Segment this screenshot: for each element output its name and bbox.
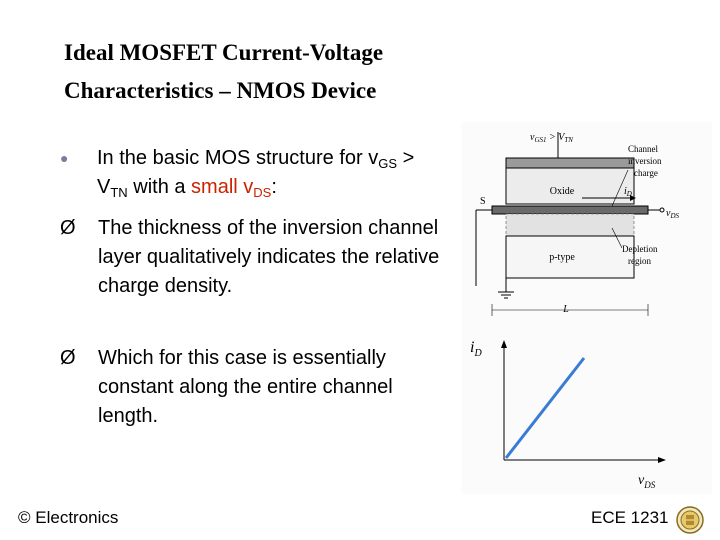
current-arrow-head	[630, 195, 636, 201]
footer-copyright: © Electronics	[18, 508, 119, 527]
length-label: L	[562, 304, 569, 315]
channel-label-3: charge	[634, 168, 658, 178]
gate-voltage-label: vGS1 > VTN	[530, 132, 573, 144]
bullet-2: Ø The thickness of the inversion channel…	[60, 214, 440, 301]
depletion-region	[505, 213, 635, 237]
mosfet-figure: vGS1 > VTN Oxide p-type S vDS	[462, 122, 712, 494]
id-vds-line	[504, 357, 586, 459]
channel-label-2: inversion	[628, 156, 662, 166]
bullet-1: ● In the basic MOS structure for vGS > V…	[60, 144, 440, 202]
graph-x-label: vDS	[638, 473, 656, 490]
drain-terminal	[659, 207, 665, 213]
slide-title: Ideal MOSFET Current-Voltage Characteris…	[64, 34, 484, 110]
bullet-3: Ø Which for this case is essentially con…	[60, 344, 440, 431]
channel-label-pointer	[611, 169, 629, 207]
p-type-substrate	[505, 235, 635, 279]
channel-label-1: Channel	[628, 144, 658, 154]
arrow-bullet-icon: Ø	[60, 217, 76, 239]
source-label: S	[480, 196, 486, 207]
small-vds-highlight: small vDS	[191, 176, 272, 200]
bullet-2-text: The thickness of the inversion channel l…	[98, 217, 440, 297]
depletion-label-1: Depletion	[622, 244, 658, 254]
current-label: iD	[624, 186, 632, 198]
footer-course: ECE 1231	[591, 508, 669, 527]
university-seal-icon	[676, 506, 704, 534]
title-line-1: Ideal MOSFET Current-Voltage	[64, 40, 384, 65]
depletion-label-pointer	[611, 227, 623, 249]
bullet-1-text: In the basic MOS structure for vGS > VTN…	[97, 147, 415, 200]
graph-y-label: iD	[470, 339, 482, 359]
p-type-label: p-type	[549, 252, 575, 263]
drain-voltage-label: vDS	[666, 208, 680, 220]
gate-metal	[505, 157, 635, 169]
oxide-label: Oxide	[550, 186, 575, 197]
inversion-channel	[491, 205, 649, 215]
mosfet-diagram: vGS1 > VTN Oxide p-type S vDS	[462, 122, 712, 494]
arrow-bullet-icon: Ø	[60, 347, 76, 369]
title-line-2: Characteristics – NMOS Device	[64, 78, 377, 103]
graph-x-arrow	[658, 457, 666, 463]
bullet-dot-icon: ●	[60, 150, 69, 166]
graph-y-arrow	[501, 340, 507, 348]
depletion-label-2: region	[628, 256, 651, 266]
bullet-3-text: Which for this case is essentially const…	[98, 347, 393, 427]
